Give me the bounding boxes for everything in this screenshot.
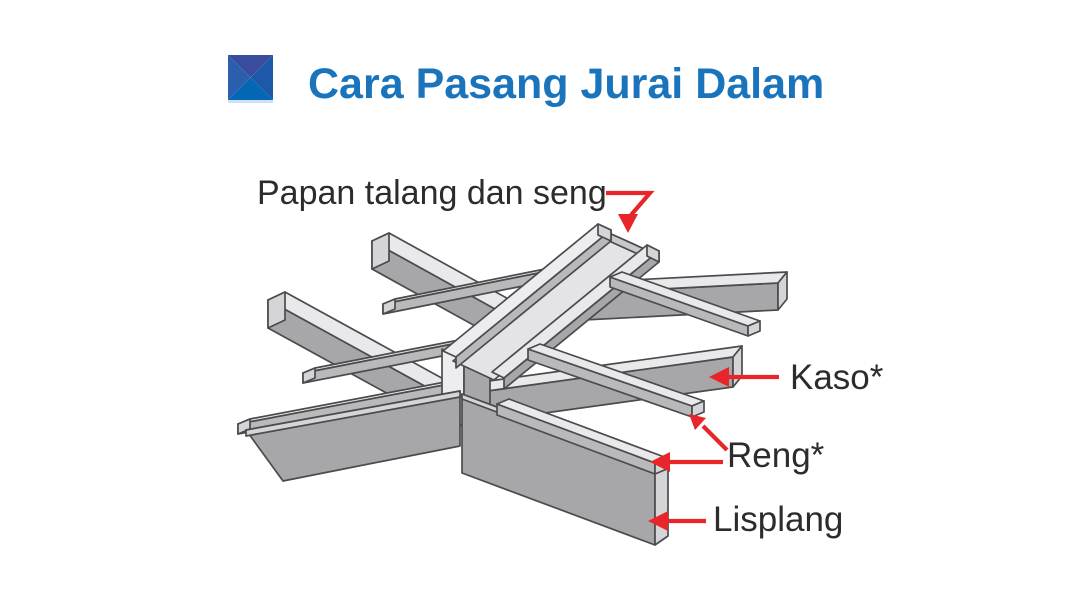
reng-callout-arrow-horizontal xyxy=(650,452,723,472)
reng-callout-arrow-diagonal xyxy=(689,414,729,452)
logo-triangles xyxy=(228,55,273,100)
reng-batten-upper-right xyxy=(609,271,761,337)
page-title: Cara Pasang Jurai Dalam xyxy=(308,60,825,108)
kaso-label: Kaso* xyxy=(790,358,884,397)
lisplang-board-left xyxy=(245,390,461,482)
kaso-callout-arrow xyxy=(709,367,779,387)
blue-diamond-logo-icon xyxy=(228,55,273,103)
papan-talang-label: Papan talang dan seng xyxy=(257,174,607,212)
lisplang-board-right xyxy=(461,393,669,546)
lisplang-callout-arrow xyxy=(648,511,706,531)
lisplang-label: Lisplang xyxy=(713,500,844,539)
reng-label: Reng* xyxy=(727,436,825,475)
papan-callout-arrow xyxy=(606,190,655,233)
